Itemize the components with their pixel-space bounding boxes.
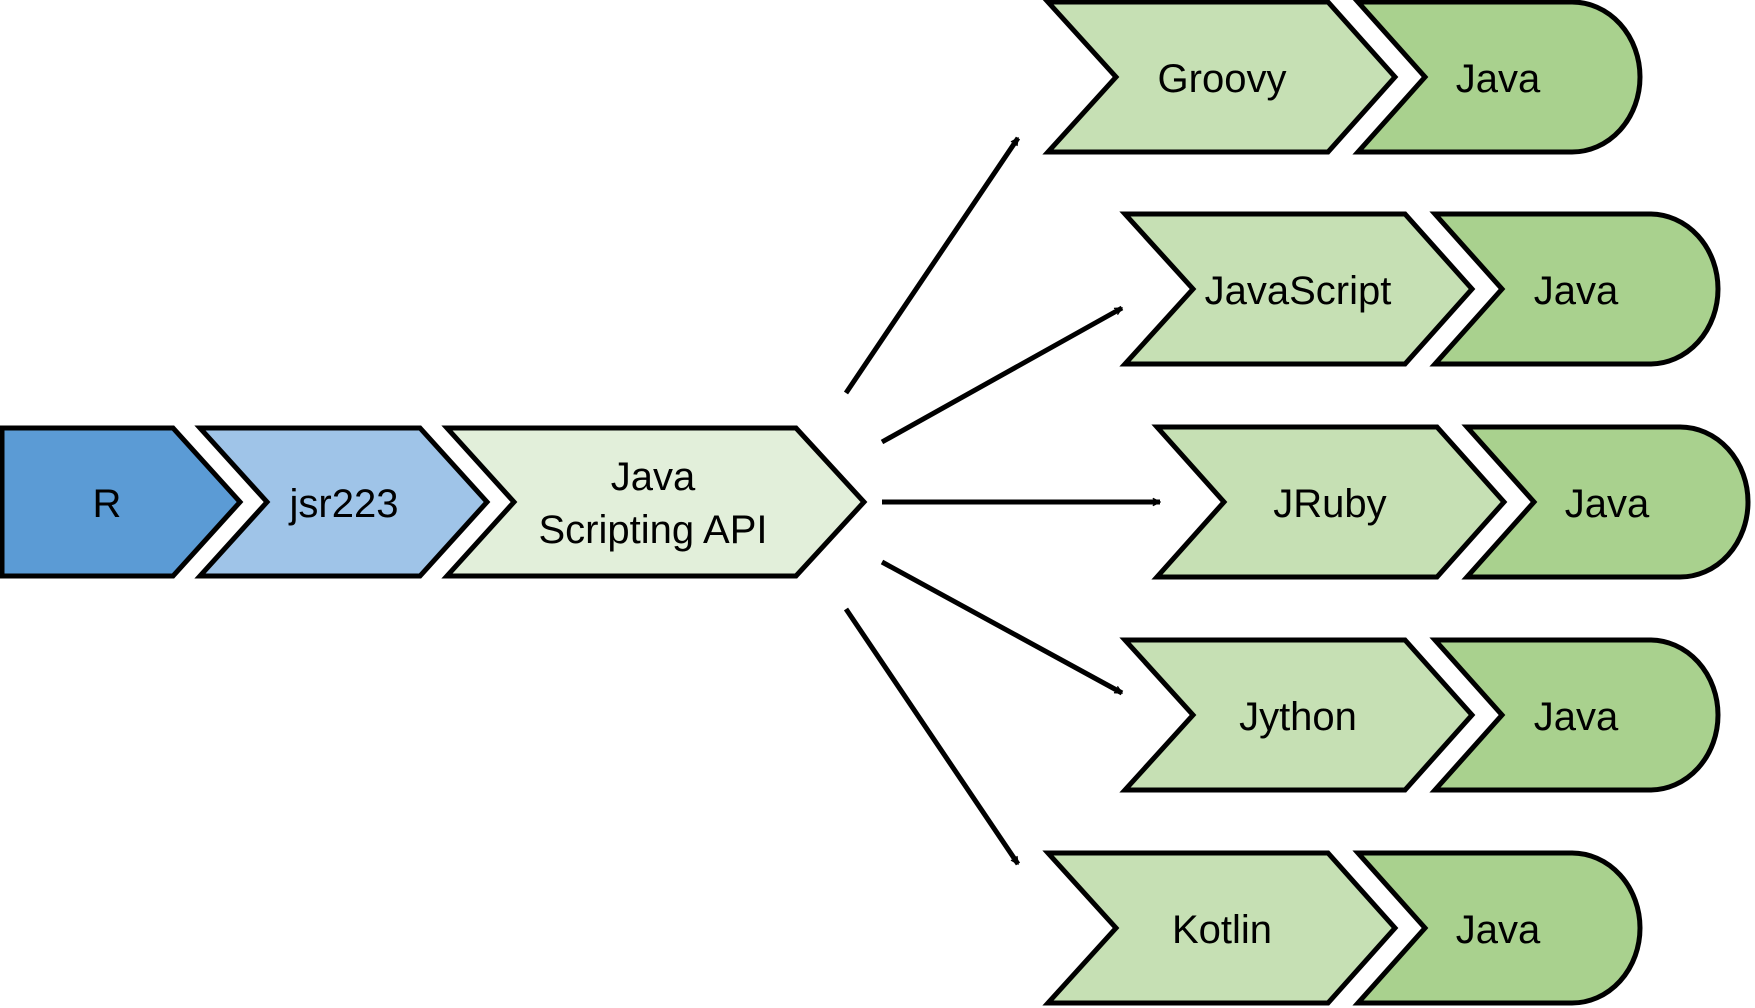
language-row-javascript: JavaScript Java [1119,211,1721,367]
arrow-to-jython [880,559,1122,696]
language-row-kotlin: Kotlin Java [1042,850,1643,1006]
pipeline-r: R [0,425,244,579]
groovy-runtime-shape [1352,0,1643,155]
arrow-to-kotlin [843,607,1021,866]
jruby-runtime-shape [1461,424,1751,580]
arrow-to-javascript [880,305,1122,445]
jython-chevron [1119,637,1476,793]
groovy-runtime-label: Java [1456,57,1541,101]
kotlin-chevron [1042,850,1399,1006]
javascript-chevron [1119,211,1476,367]
jruby-label: JRuby [1273,482,1386,526]
pipeline-java-scripting-api-label-line2: Scripting API [538,508,767,552]
kotlin-label: Kotlin [1172,908,1272,952]
arrow-to-groovy [843,136,1021,395]
groovy-chevron [1042,0,1399,155]
jruby-chevron [1151,424,1508,580]
pipeline-java-scripting-api: Java Scripting API [441,425,868,579]
pipeline-jsr223-label: jsr223 [289,482,399,526]
pipeline-r-label: R [93,482,122,526]
pipeline-java-scripting-api-shape [441,425,868,579]
pipeline-java-scripting-api-label-line1: Java [611,455,696,499]
language-row-jruby: JRuby Java [1151,424,1751,580]
kotlin-runtime-shape [1352,850,1643,1006]
javascript-label: JavaScript [1205,269,1392,313]
jython-label: Jython [1239,695,1357,739]
javascript-runtime-shape [1429,211,1721,367]
pipeline-jsr223-shape [194,425,491,579]
jython-runtime-label: Java [1534,695,1619,739]
jython-runtime-shape [1429,637,1721,793]
language-row-jython: Jython Java [1119,637,1721,793]
javascript-runtime-label: Java [1534,269,1619,313]
jruby-runtime-label: Java [1565,482,1650,526]
groovy-label: Groovy [1158,57,1287,101]
pipeline-jsr223: jsr223 [194,425,491,579]
pipeline-r-shape [0,425,244,579]
kotlin-runtime-label: Java [1456,908,1541,952]
language-row-groovy: Groovy Java [1042,0,1643,155]
